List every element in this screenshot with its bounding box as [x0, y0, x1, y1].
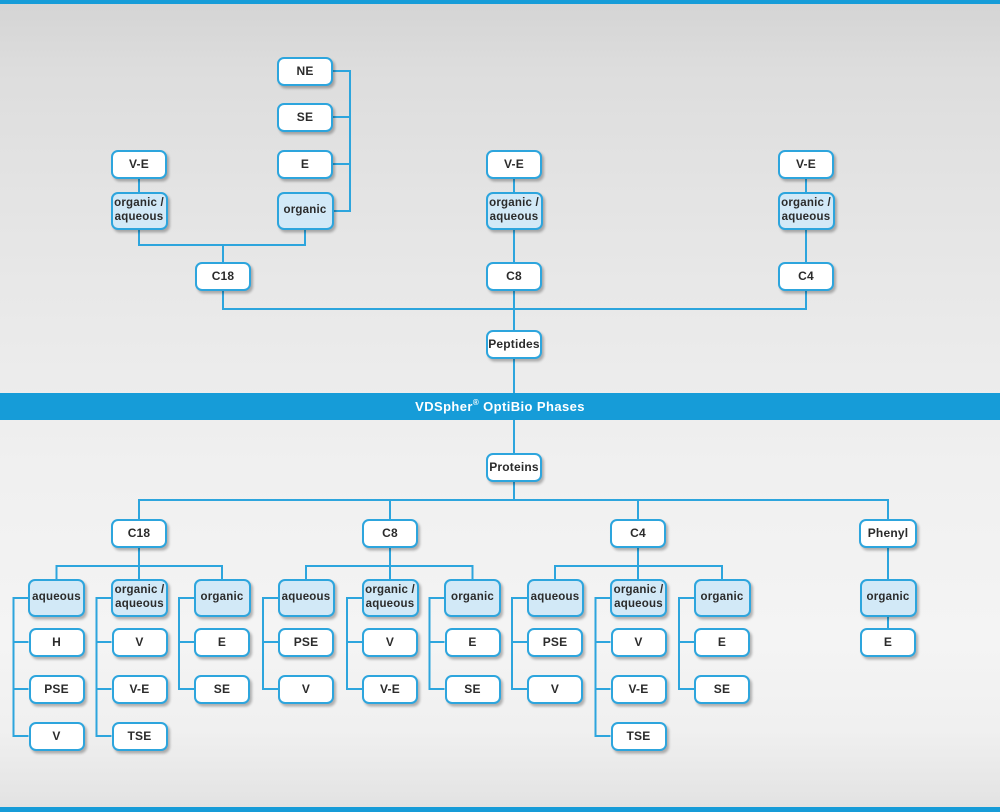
node-pro-c4-aqueous: aqueous [526, 579, 584, 617]
node-pep-c8-ve: V-E [486, 149, 542, 179]
node-pro-c18-aq-pse: PSE [28, 674, 85, 704]
node-proteins: Proteins [486, 452, 542, 482]
node-pro-c4: C4 [610, 518, 666, 548]
node-pro-c8-oa-v: V [362, 627, 418, 657]
node-pro-c4-oa-tse: TSE [610, 721, 667, 751]
node-pro-c8-aqueous: aqueous [277, 579, 335, 617]
node-pro-c18-oa-ve: V-E [111, 674, 168, 704]
node-pro-c8: C8 [362, 518, 418, 548]
node-pep-c4-orgaq: organic / aqueous [777, 192, 835, 230]
connector-line [678, 597, 694, 690]
connector-line [305, 565, 474, 579]
node-pep-c8-orgaq: organic / aqueous [485, 192, 543, 230]
node-pep-c18: C18 [195, 261, 251, 291]
node-pro-c18-aqueous: aqueous [28, 579, 85, 617]
node-pro-phenyl: Phenyl [859, 518, 917, 548]
connector-line [12, 597, 29, 737]
node-pro-c4-or-se: SE [694, 674, 750, 704]
node-pro-c18-aq-v: V [28, 721, 85, 751]
node-pro-c18-or-e: E [194, 627, 250, 657]
node-pro-c18-orgaq: organic / aqueous [111, 579, 168, 617]
node-pro-c18: C18 [111, 518, 167, 548]
node-pro-c4-oa-v: V [610, 627, 667, 657]
node-pro-c8-aq-v: V [278, 674, 334, 704]
node-pro-c4-oa-ve: V-E [610, 674, 667, 704]
node-pep-c4: C4 [778, 261, 834, 291]
node-pep-ne: NE [277, 56, 333, 86]
banner-brand: VDSpher [415, 399, 473, 414]
connector-line [55, 565, 223, 579]
node-pro-c18-aq-h: H [28, 627, 85, 657]
connector-line [95, 597, 112, 737]
node-pro-c18-or-se: SE [194, 674, 250, 704]
node-pro-c8-oa-ve: V-E [362, 674, 418, 704]
node-peptides: Peptides [486, 329, 542, 359]
bottom-accent-bar [0, 807, 1000, 812]
node-pep-c8: C8 [486, 261, 542, 291]
node-pep-e: E [277, 149, 333, 179]
connector-line [262, 597, 278, 690]
node-pro-c4-aq-v: V [527, 674, 583, 704]
node-pro-c8-or-se: SE [444, 674, 501, 704]
connector-line [554, 565, 723, 579]
node-pep-c18-orgaq: organic / aqueous [110, 192, 168, 230]
node-pep-c18-ve: V-E [111, 149, 167, 179]
node-pro-c18-oa-tse: TSE [111, 721, 168, 751]
top-accent-bar [0, 0, 1000, 4]
node-pro-c8-aq-pse: PSE [278, 627, 334, 657]
registered-trademark-symbol: ® [472, 397, 480, 407]
node-pro-phenyl-organic: organic [859, 579, 917, 617]
connector-line [333, 70, 351, 212]
node-pro-c18-organic: organic [193, 579, 251, 617]
connector-line [428, 597, 445, 690]
node-pro-c8-orgaq: organic / aqueous [361, 579, 419, 617]
connector-line [138, 499, 889, 519]
connector-line [511, 597, 527, 690]
node-pro-c8-organic: organic [444, 579, 501, 617]
node-pro-c4-or-e: E [694, 627, 750, 657]
connector-line [346, 597, 362, 690]
node-pep-se: SE [277, 102, 333, 132]
node-pro-c4-organic: organic [693, 579, 751, 617]
node-pro-c4-orgaq: organic / aqueous [610, 579, 667, 617]
node-pro-phenyl-or-e: E [860, 627, 916, 657]
node-pro-c18-oa-v: V [111, 627, 168, 657]
connector-line [594, 597, 611, 737]
node-pep-c4-ve: V-E [778, 149, 834, 179]
connector-line [178, 597, 194, 690]
node-pep-organic: organic [276, 192, 334, 230]
node-pro-c8-or-e: E [444, 627, 501, 657]
banner-product-name: OptiBio Phases [483, 399, 585, 414]
banner: VDSpher®OptiBio Phases [0, 393, 1000, 420]
node-pro-c4-aq-pse: PSE [527, 627, 583, 657]
